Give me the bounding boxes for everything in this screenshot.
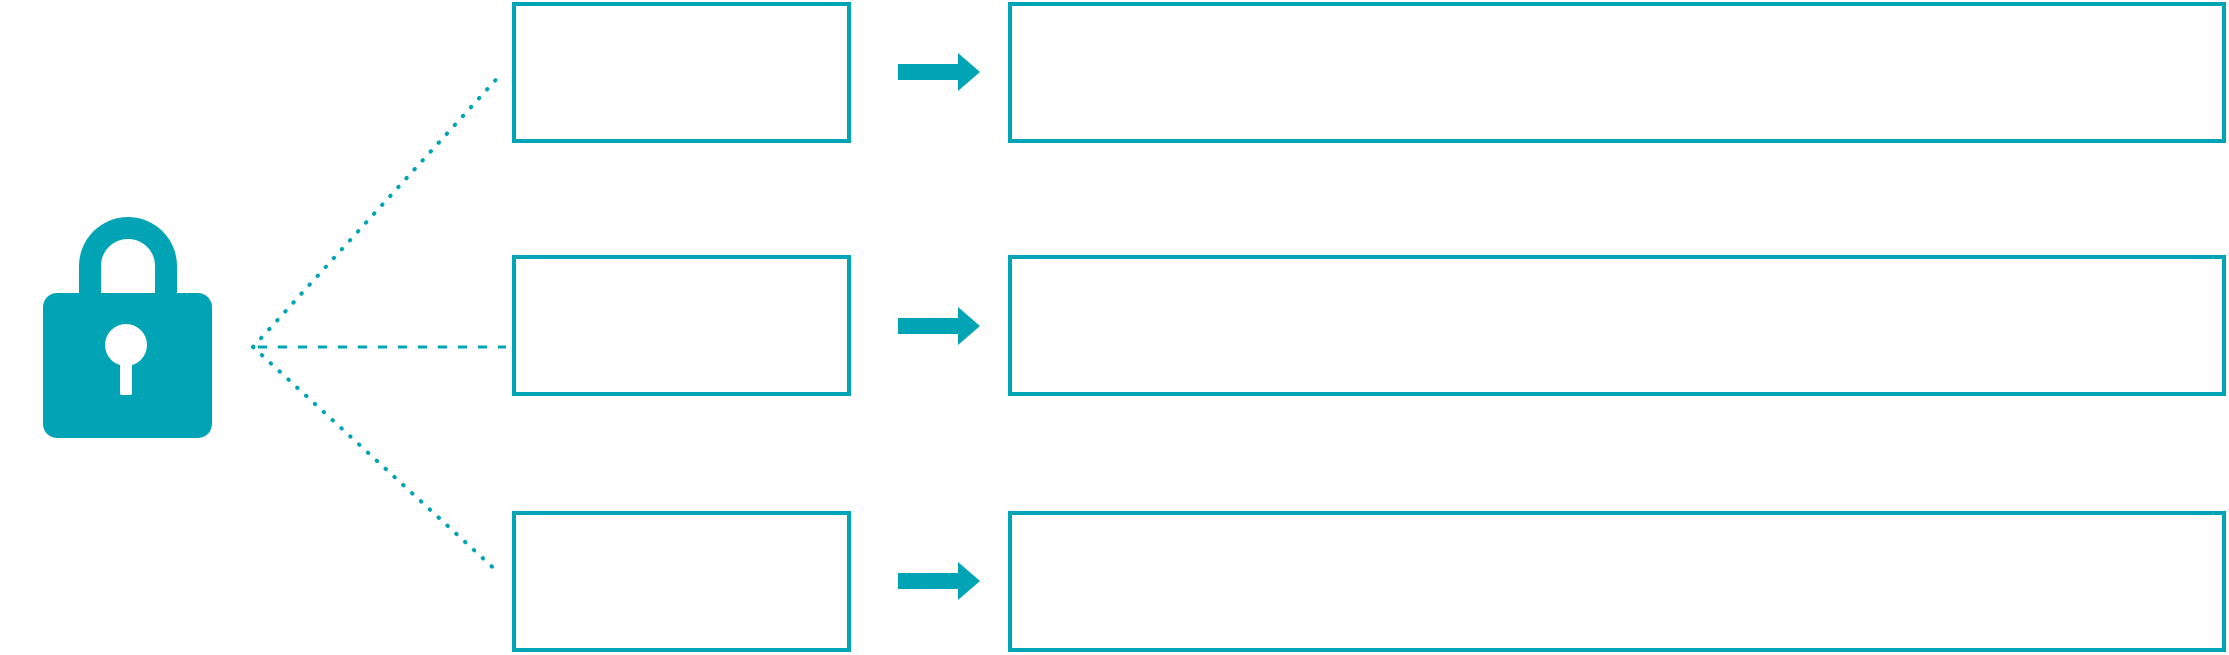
lock-keyhole-stem [120,357,132,395]
connector-line-top [251,71,504,349]
arrow-right-icon [898,307,980,345]
title-box-3 [512,511,851,652]
lock-shackle [79,217,177,301]
title-box-2 [512,255,851,396]
lock-keyhole-circle [105,324,147,366]
description-box-3 [1008,511,2226,652]
arrow-right-icon [898,53,980,91]
description-box-2 [1008,255,2226,396]
title-box-1 [512,2,851,143]
lock-icon [43,217,212,438]
connector-line-bottom [251,345,502,576]
description-box-1 [1008,2,2226,143]
arrow-right-icon [898,562,980,600]
